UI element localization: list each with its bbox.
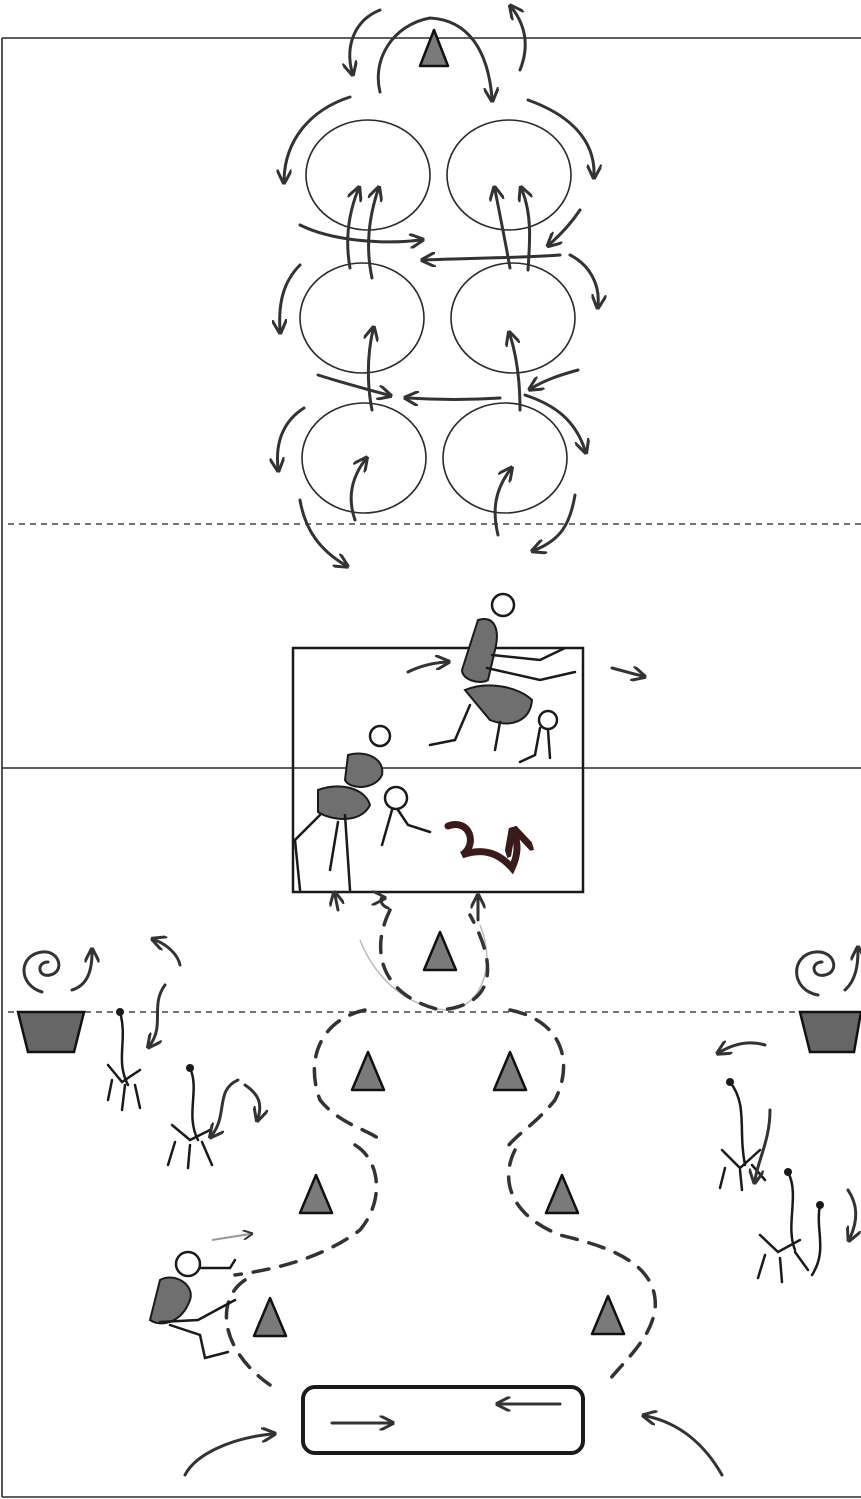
curved-arrow-icon (408, 398, 500, 400)
curved-arrow-icon (448, 825, 517, 868)
cone-icon (494, 1052, 526, 1090)
curved-arrow-icon (280, 265, 300, 330)
curved-arrow-icon (212, 1234, 250, 1240)
curved-arrow-icon (612, 668, 642, 676)
curved-arrow-icon (408, 662, 446, 672)
person-icon (150, 1252, 235, 1358)
person-icon (758, 1168, 808, 1282)
curved-arrow-icon (368, 330, 373, 410)
hoop-icon (302, 403, 426, 513)
curved-arrow-icon (150, 985, 165, 1045)
cone-icon (420, 30, 448, 66)
curved-arrow-icon (646, 1416, 722, 1475)
basket-icon (18, 952, 92, 1052)
curved-arrow-icon (277, 408, 304, 468)
person-icon (812, 1201, 824, 1275)
hoop-icon (451, 263, 575, 373)
cone-icon (546, 1175, 578, 1213)
cone-group (254, 932, 624, 1336)
hoop-icon (443, 403, 567, 513)
field-boundary (2, 38, 861, 1497)
basket-icon (797, 950, 861, 1052)
curved-arrow-icon (351, 460, 365, 520)
curved-arrow-icon (381, 898, 388, 908)
curved-arrow-icon (495, 470, 510, 535)
curved-arrow-icon (550, 210, 580, 244)
curved-arrow-icon (720, 1043, 765, 1052)
cone-icon (424, 932, 456, 970)
hoop-icon (306, 120, 430, 230)
person-icon (720, 1078, 765, 1190)
cone-icon (352, 1052, 384, 1090)
curved-arrow-icon (212, 1080, 238, 1135)
curved-arrow-icon (848, 1190, 856, 1238)
curved-arrow-icon (350, 10, 380, 72)
curved-arrow-icon (528, 100, 594, 175)
curved-arrow-icon (570, 255, 598, 305)
person-icon (295, 726, 390, 890)
curved-arrow-icon (185, 1434, 272, 1475)
curved-arrow-icon (155, 940, 180, 965)
curved-arrow-icon (525, 395, 585, 450)
hoop-icon (300, 263, 424, 373)
curved-arrow-icon (335, 895, 338, 910)
curved-arrow-icon (532, 370, 578, 388)
cone-icon (300, 1175, 332, 1213)
person-icon (108, 1008, 140, 1110)
hoop-grid (300, 120, 575, 513)
curved-arrow-icon (284, 97, 350, 180)
dashed-path-icon (226, 910, 655, 1385)
curved-arrow-icon (318, 375, 388, 395)
mat-icon (303, 1387, 583, 1453)
cone-icon (254, 1298, 286, 1336)
person-icon (168, 1064, 212, 1168)
curved-arrow-icon (300, 225, 420, 242)
curved-arrow-icon (755, 1110, 770, 1180)
curved-arrow-icon (425, 255, 560, 260)
mat-icon (293, 648, 583, 892)
curved-arrow-icon (300, 500, 345, 565)
curved-arrow-icon (512, 8, 525, 70)
hoop-icon (447, 120, 571, 230)
person-icon (520, 711, 557, 762)
hoop-arrows (277, 8, 598, 565)
curved-arrow-icon (245, 1085, 260, 1118)
cone-icon (592, 1296, 624, 1334)
person-icon (382, 787, 430, 845)
